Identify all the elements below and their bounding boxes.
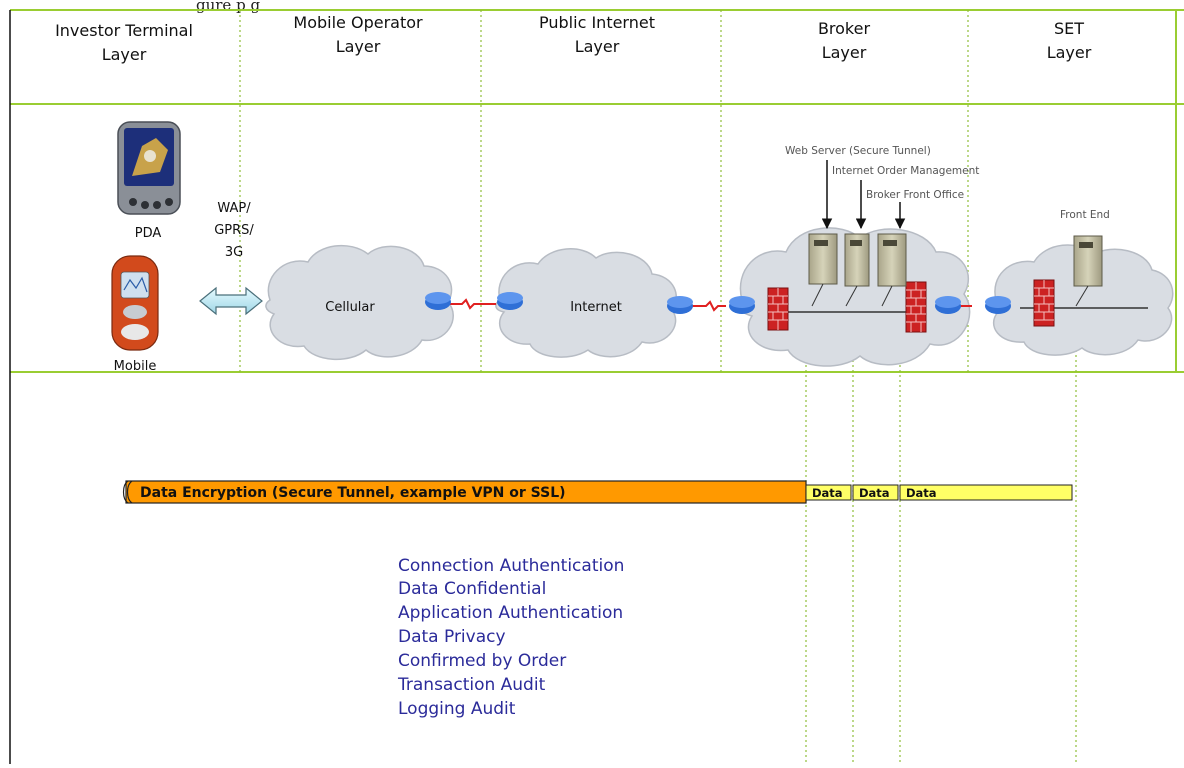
link-label-line3: 3G	[225, 245, 243, 260]
server-callout-arrows	[821, 160, 906, 230]
front-office-server-icon	[877, 233, 907, 307]
firewall-icon	[1033, 279, 1055, 327]
layer-titles: Investor Terminal Layer Mobile Operator …	[55, 13, 1092, 64]
router-icon	[729, 296, 755, 314]
web-server-label: Web Server (Secure Tunnel)	[785, 145, 931, 157]
requirement-item: Confirmed by Order	[398, 651, 566, 671]
broker-servers	[808, 233, 1103, 307]
data-segment-label: Data	[812, 486, 843, 500]
layer-title-mobile-operator-line1: Mobile Operator	[293, 13, 423, 32]
requirement-item: Data Privacy	[398, 627, 506, 647]
mobile-phone-icon	[111, 255, 159, 351]
router-icon	[667, 296, 693, 314]
requirement-item: Application Authentication	[398, 603, 623, 623]
requirement-item: Transaction Audit	[397, 675, 546, 695]
layer-title-set-line1: SET	[1054, 19, 1084, 38]
layer-title-public-internet-line2: Layer	[575, 37, 620, 56]
layer-title-set-line2: Layer	[1047, 43, 1092, 62]
cellular-cloud-icon	[265, 244, 454, 361]
router-icon	[497, 292, 523, 310]
router-icon	[985, 296, 1011, 314]
front-end-label: Front End	[1060, 209, 1110, 221]
data-segment-label: Data	[906, 486, 937, 500]
web-server-icon	[808, 233, 838, 307]
security-requirements-list: Connection Authentication Data Confident…	[397, 556, 624, 719]
layer-title-investor-line1: Investor Terminal	[55, 21, 193, 40]
order-management-label: Internet Order Management	[832, 165, 979, 177]
router-icons	[425, 292, 1011, 314]
link-label-line1: WAP/	[217, 201, 251, 216]
requirement-item: Data Confidential	[398, 579, 546, 599]
set-cloud-icon	[989, 244, 1174, 356]
router-icon	[935, 296, 961, 314]
encryption-bar-label: Data Encryption (Secure Tunnel, example …	[140, 485, 566, 501]
link-label-line2: GPRS/	[214, 223, 254, 238]
order-management-server-icon	[844, 233, 870, 307]
pda-label: PDA	[135, 226, 162, 241]
router-icon	[425, 292, 451, 310]
layer-title-broker-line2: Layer	[822, 43, 867, 62]
layer-title-investor-line2: Layer	[102, 45, 147, 64]
bidirectional-arrow-icon	[199, 286, 263, 316]
firewall-icon	[905, 281, 927, 333]
internet-cloud-icon	[495, 248, 677, 358]
data-segments: Data Data Data	[805, 484, 1073, 501]
data-guide-lines	[805, 300, 1077, 764]
layer-title-public-internet-line1: Public Internet	[539, 13, 655, 32]
cellular-cloud-label: Cellular	[325, 300, 375, 315]
data-segment-label: Data	[859, 486, 890, 500]
pda-icon	[117, 121, 181, 215]
data-encryption-bar: Data Encryption (Secure Tunnel, example …	[122, 480, 807, 504]
front-end-server-icon	[1073, 235, 1103, 307]
requirement-item: Logging Audit	[398, 699, 516, 719]
caption-fragment: gure p g	[196, 0, 260, 14]
firewall-icon	[767, 287, 789, 331]
requirement-item: Connection Authentication	[398, 556, 624, 576]
wireless-link-label: WAP/ GPRS/ 3G	[214, 201, 254, 260]
layer-title-broker-line1: Broker	[818, 19, 871, 38]
layer-frame	[9, 9, 1184, 764]
internet-cloud-label: Internet	[570, 300, 622, 315]
firewall-icons	[767, 279, 1055, 333]
front-office-label: Broker Front Office	[866, 189, 964, 201]
layer-title-mobile-operator-line2: Layer	[336, 37, 381, 56]
mobile-label: Mobile	[114, 359, 157, 374]
